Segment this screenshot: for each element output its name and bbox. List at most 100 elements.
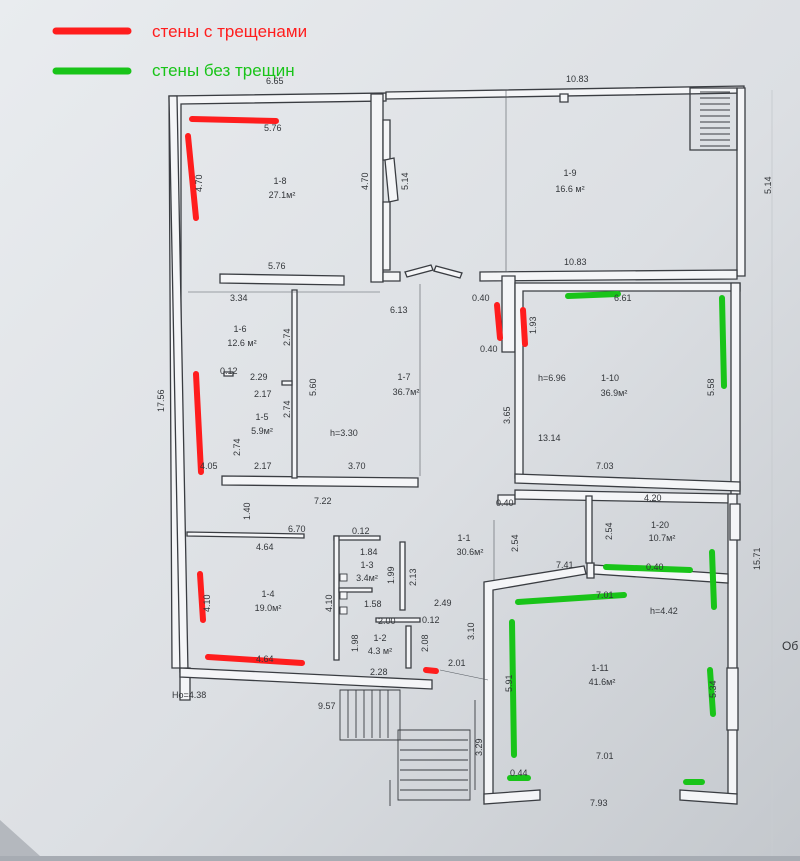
dim-2-74-a: 2.74 — [282, 328, 292, 346]
dim-4-05: 4.05 — [200, 461, 218, 471]
column-741 — [586, 562, 595, 579]
dim-0-40-a: 0.40 — [472, 293, 490, 303]
column-040-b — [497, 494, 516, 505]
dim-4-20: 4.20 — [644, 493, 662, 503]
dim-2-29: 2.29 — [250, 372, 268, 382]
room-110-wall-bottom — [514, 473, 741, 492]
room-id-1-3: 1-3 — [360, 560, 373, 570]
dim-4-64-bottom: 4.64 — [256, 654, 274, 664]
dim-1-84: 1.84 — [360, 547, 378, 557]
crack-mark-left-mid — [193, 371, 204, 475]
dim-2-17-a: 2.17 — [254, 389, 272, 399]
wall-small-rooms-left — [333, 535, 340, 661]
stair-treads-entrance — [339, 689, 476, 806]
door-leaf-left — [404, 264, 434, 278]
dim-2-00: 2.00 — [378, 616, 396, 626]
dim-1-58: 1.58 — [364, 599, 382, 609]
column-top — [559, 93, 569, 103]
room-area-1-7: 36.7м² — [393, 387, 420, 397]
crack-mark-entrance — [423, 667, 439, 674]
dim-0-44: 0.44 — [510, 768, 528, 778]
dim-7-01-top: 7.01 — [596, 590, 614, 600]
crack-mark-bottom — [205, 654, 305, 666]
dim-5-58: 5.58 — [706, 378, 716, 396]
dim-2-08: 2.08 — [420, 634, 430, 652]
room-area-1-6: 12.6 м² — [227, 338, 256, 348]
dim-17-56: 17.56 — [156, 389, 166, 412]
intact-mark-110-top — [565, 291, 621, 299]
dim-13-14: 13.14 — [538, 433, 561, 443]
room-id-1-20: 1-20 — [651, 520, 669, 530]
intact-mark-111-left — [509, 619, 517, 758]
room-111-wall-bottom-left — [483, 789, 541, 805]
room-labels: 1-8 27.1м² 1-9 16.6 м² 1-6 12.6 м² 1-5 5… — [172, 168, 678, 700]
dim-1-98: 1.98 — [350, 634, 360, 652]
dim-3-65: 3.65 — [502, 406, 512, 424]
room-111-wall-bottom-right — [679, 789, 738, 805]
dim-3-70: 3.70 — [348, 461, 366, 471]
wall-670 — [186, 531, 305, 539]
wall-012-b — [333, 535, 381, 541]
height-label-696: h=6.96 — [538, 373, 566, 383]
dim-2-54-b: 2.54 — [604, 522, 614, 540]
dim-2-28: 2.28 — [370, 667, 388, 677]
dim-5-14-right: 5.14 — [763, 176, 773, 194]
room-area-1-5: 5.9м² — [251, 426, 273, 436]
dim-0-12-b: 0.12 — [352, 526, 370, 536]
height-label-442: h=4.42 — [650, 606, 678, 616]
crack-mark-column-right — [520, 307, 528, 347]
room-id-1-1: 1-1 — [457, 533, 470, 543]
dim-3-34: 3.34 — [230, 293, 248, 303]
dim-4-70-pier: 4.70 — [360, 172, 370, 190]
dim-4-10-a: 4.10 — [202, 594, 212, 612]
dim-2-74-c: 2.74 — [232, 438, 242, 456]
partition-274 — [291, 289, 298, 479]
intact-mark-110-right — [719, 295, 727, 389]
room-area-1-11: 41.6м² — [589, 677, 616, 687]
wall-pier-470 — [370, 93, 384, 283]
dim-1-40: 1.40 — [242, 502, 252, 520]
window-right-upper — [729, 503, 741, 541]
dim-7-01-bottom: 7.01 — [596, 751, 614, 761]
dim-10-83-top: 10.83 — [566, 74, 589, 84]
room-id-1-9: 1-9 — [563, 168, 576, 178]
partition-stub — [223, 371, 234, 377]
dim-0-40-b: 0.40 — [480, 344, 498, 354]
dim-7-03: 7.03 — [596, 461, 614, 471]
dim-7-41: 7.41 — [556, 560, 574, 570]
cracked-wall-marks — [185, 116, 528, 674]
dim-2-13: 2.13 — [408, 568, 418, 586]
dim-1-99: 1.99 — [386, 566, 396, 584]
room-area-1-2: 4.3 м² — [368, 646, 392, 656]
dim-15-71: 15.71 — [752, 547, 762, 570]
edge-text-ob: Об — [782, 639, 798, 653]
dim-6-61: 6.61 — [614, 293, 632, 303]
wall-stub-613-left — [382, 271, 401, 282]
crack-mark-left-lower — [197, 571, 206, 623]
wall-208 — [405, 625, 412, 669]
dim-1-93: 1.93 — [528, 316, 538, 334]
crack-mark-column-left — [494, 302, 503, 341]
partition-stub-2 — [281, 380, 293, 386]
room-id-1-11: 1-11 — [591, 663, 608, 673]
room-id-1-7: 1-7 — [397, 372, 410, 382]
room-area-1-20: 10.7м² — [649, 533, 676, 543]
dim-2-54-a: 2.54 — [510, 534, 520, 552]
dim-5-76-top: 5.76 — [264, 123, 282, 133]
legend: стены с трещенами стены без трещин — [52, 22, 307, 80]
wall-722 — [221, 475, 419, 488]
dim-2-17-b: 2.17 — [254, 461, 272, 471]
room-area-1-3: 3.4м² — [356, 573, 378, 583]
room-area-1-8: 27.1м² — [269, 190, 296, 200]
crack-mark-top — [189, 116, 279, 124]
intact-mark-701 — [515, 592, 627, 605]
stair-box-top — [689, 87, 738, 151]
room-id-1-6: 1-6 — [233, 324, 246, 334]
dim-7-22: 7.22 — [314, 496, 332, 506]
room-area-1-4: 19.0м² — [255, 603, 282, 613]
room-area-1-1: 30.6м² — [457, 547, 484, 557]
stair-treads-top — [700, 91, 730, 147]
dim-0-12-a: 0.12 — [220, 366, 238, 376]
